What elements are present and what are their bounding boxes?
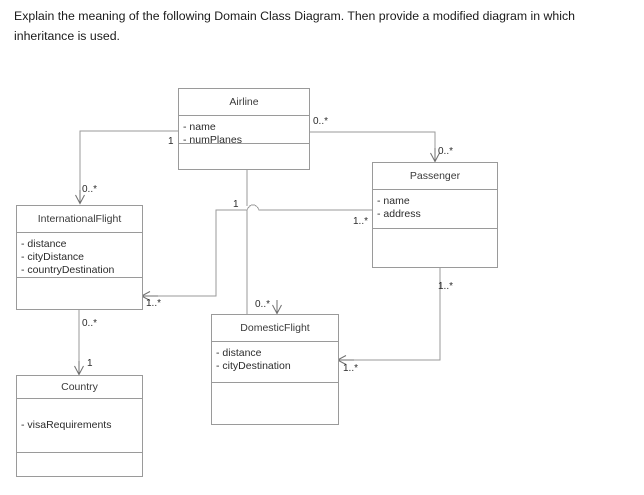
multiplicity-domesticflight-right: 1..* bbox=[343, 363, 359, 374]
multiplicity-airline-right: 0..* bbox=[313, 116, 329, 127]
attribute-item: - cityDestination bbox=[216, 360, 291, 372]
class-attributes-internationalflight: - distance - cityDistance - countryDesti… bbox=[17, 233, 142, 278]
class-name-country: Country bbox=[17, 376, 142, 399]
class-box-domesticflight[interactable]: DomesticFlight - distance - cityDestinat… bbox=[211, 314, 339, 425]
attribute-item: - distance bbox=[216, 347, 262, 359]
multiplicity-domesticflight-top: 0..* bbox=[255, 299, 271, 310]
class-operations-country bbox=[17, 453, 142, 477]
multiplicity-passenger-top: 0..* bbox=[438, 146, 454, 157]
assoc-passenger-domesticflight bbox=[336, 268, 441, 365]
class-name-internationalflight: InternationalFlight bbox=[17, 206, 142, 233]
attribute-item: - visaRequirements bbox=[21, 419, 112, 431]
attribute-item: - numPlanes bbox=[183, 134, 242, 146]
multiplicity-passenger-left: 1..* bbox=[353, 216, 369, 227]
class-box-airline[interactable]: Airline - name - numPlanes bbox=[178, 88, 310, 170]
class-operations-passenger bbox=[373, 229, 497, 268]
attribute-item: - name bbox=[377, 195, 410, 207]
class-name-domesticflight: DomesticFlight bbox=[212, 315, 338, 342]
attribute-item: - distance bbox=[21, 238, 67, 250]
attribute-item: - address bbox=[377, 208, 421, 220]
class-name-airline: Airline bbox=[179, 89, 309, 116]
multiplicity-airline-left: 1 bbox=[168, 136, 174, 147]
assoc-hub-passenger bbox=[246, 204, 372, 211]
multiplicity-internationalflight-bottom: 0..* bbox=[82, 318, 98, 329]
multiplicity-passenger-bottom: 1..* bbox=[438, 281, 454, 292]
class-box-passenger[interactable]: Passenger - name - address bbox=[372, 162, 498, 268]
multiplicity-airline-bottom: 1 bbox=[233, 199, 239, 210]
class-attributes-domesticflight: - distance - cityDestination bbox=[212, 342, 338, 383]
class-name-passenger: Passenger bbox=[373, 163, 497, 190]
assoc-airline-passenger bbox=[310, 131, 440, 163]
class-box-internationalflight[interactable]: InternationalFlight - distance - cityDis… bbox=[16, 205, 143, 310]
class-box-country[interactable]: Country - visaRequirements bbox=[16, 375, 143, 477]
attribute-item: - countryDestination bbox=[21, 264, 115, 276]
class-operations-airline bbox=[179, 144, 309, 170]
class-attributes-passenger: - name - address bbox=[373, 190, 497, 229]
multiplicity-internationalflight-right: 1..* bbox=[146, 298, 162, 309]
class-attributes-airline: - name - numPlanes bbox=[179, 116, 309, 146]
assoc-airline-internationalflight bbox=[75, 130, 178, 205]
attribute-item: - cityDistance bbox=[21, 251, 85, 263]
class-operations-domesticflight bbox=[212, 383, 338, 425]
class-operations-internationalflight bbox=[17, 278, 142, 310]
multiplicity-internationalflight-top: 0..* bbox=[82, 184, 98, 195]
question-prompt: Explain the meaning of the following Dom… bbox=[14, 9, 575, 43]
attribute-item: - name bbox=[183, 121, 216, 133]
class-attributes-country: - visaRequirements bbox=[17, 399, 142, 453]
assoc-hub-internationalflight bbox=[140, 209, 247, 301]
multiplicity-country-top: 1 bbox=[87, 358, 93, 369]
